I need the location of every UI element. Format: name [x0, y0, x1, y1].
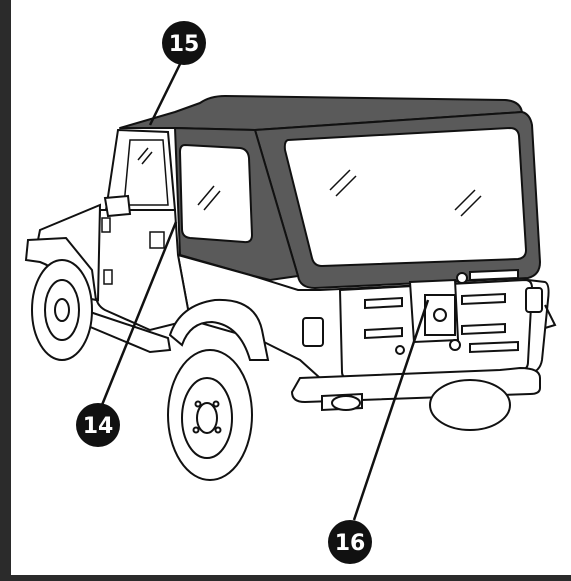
svg-text:14: 14 [83, 414, 114, 439]
callout-14: 14 [76, 403, 120, 447]
rear-window [285, 128, 526, 266]
rear-wheel [168, 350, 252, 480]
svg-text:16: 16 [335, 531, 366, 556]
callout-16: 16 [328, 520, 372, 564]
hinge-upper [102, 218, 110, 232]
tail-light-right [526, 288, 542, 312]
exhaust-pipe [332, 396, 360, 410]
door-handle [150, 232, 164, 248]
front-wheel [32, 260, 92, 360]
rear-wheel-right [430, 380, 510, 430]
hinge-lower [104, 270, 112, 284]
callout-15: 15 [162, 21, 206, 65]
svg-text:15: 15 [169, 32, 200, 57]
tail-light-left [303, 318, 323, 346]
side-window [180, 145, 252, 242]
side-mirror [105, 196, 130, 216]
